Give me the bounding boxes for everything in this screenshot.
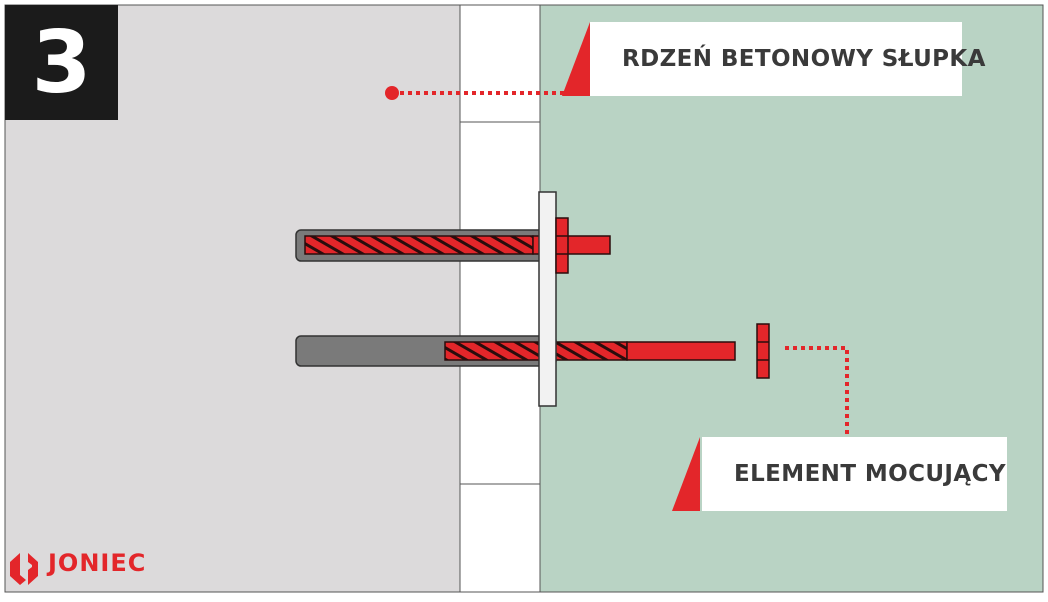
upper-anchor-thread: [304, 235, 534, 255]
fixing-callout: ELEMENT MOCUJĄCY: [672, 437, 1007, 511]
core-callout-flag: [562, 22, 590, 96]
lower-anchor-thread: [444, 341, 628, 361]
fixing-callout-flag-spacer: [672, 437, 702, 511]
upper-nut: [555, 217, 569, 274]
core-leader-dot: [385, 86, 399, 100]
brand-logo: JONIEC: [10, 549, 146, 577]
brand-name: JONIEC: [48, 549, 147, 577]
fixing-leader-line: [785, 346, 849, 438]
core-callout-flag-spacer: [560, 22, 590, 96]
fixing-callout-flag: [672, 437, 700, 511]
loose-nut: [756, 323, 770, 379]
washer-plate: [538, 191, 557, 407]
white-panel-strip: [459, 4, 541, 593]
step-number-badge: 3: [5, 5, 118, 120]
lower-anchor-rod: [626, 341, 736, 361]
core-callout: RDZEŃ BETONOWY SŁUPKA: [560, 22, 985, 96]
fixing-callout-label: ELEMENT MOCUJĄCY: [702, 437, 1007, 511]
step-number: 3: [31, 12, 92, 113]
joniec-logo-icon: [10, 553, 38, 585]
core-callout-label: RDZEŃ BETONOWY SŁUPKA: [590, 22, 985, 96]
